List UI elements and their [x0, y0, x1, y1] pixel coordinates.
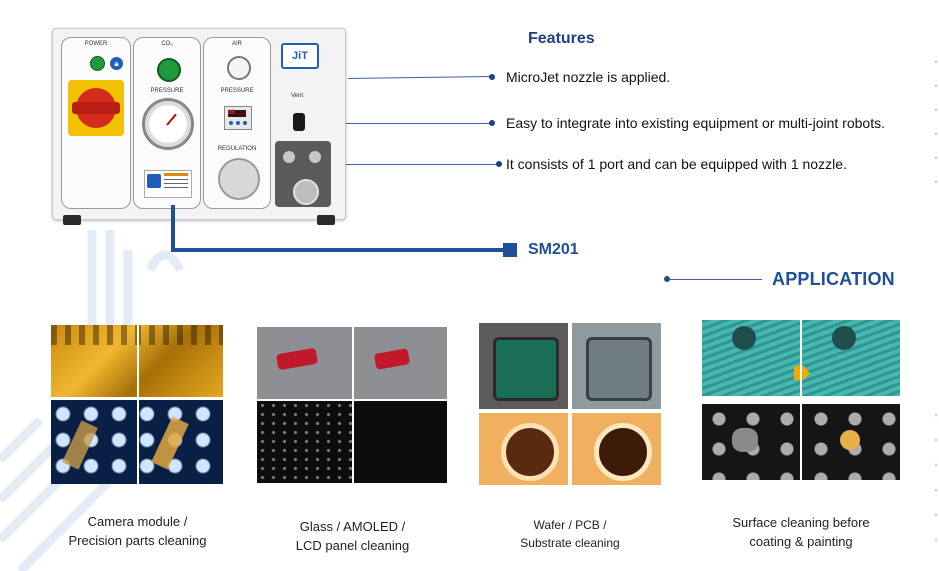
air-button-icon — [227, 56, 251, 80]
machine-foot-right — [317, 215, 335, 225]
camera-module-bottom-photo — [51, 400, 223, 484]
caption-wafer-line1: Wafer / PCB / — [533, 518, 607, 532]
feature-bullet-1 — [489, 74, 495, 80]
surface-bottom-photo — [702, 404, 900, 480]
co2-panel: CO₂ PRESSURE — [133, 37, 201, 209]
jit-machine-unit: POWER 🔒︎ CO₂ PRESSURE AIR PRESSURE 88 — [52, 28, 346, 225]
wafer-bottom-photo — [479, 413, 661, 485]
regulator-knob-icon — [218, 158, 260, 200]
model-connector — [171, 205, 517, 257]
air-pressure-label: PRESSURE — [220, 88, 254, 94]
caption-glass: Glass / AMOLED / LCD panel cleaning — [255, 517, 450, 555]
application-connector — [666, 279, 762, 280]
features-title: Features — [528, 30, 595, 47]
power-indicator-icon — [90, 56, 105, 71]
lock-icon: 🔒︎ — [110, 57, 123, 70]
co2-pressure-label: PRESSURE — [150, 88, 184, 94]
machine-foot-left — [63, 215, 81, 225]
glass-bottom-photo — [257, 401, 447, 483]
feature-bullet-3 — [496, 161, 502, 167]
caption-camera-module-line2: Precision parts cleaning — [68, 533, 207, 548]
co2-label: CO₂ — [161, 41, 173, 47]
jit-logo: JiT — [281, 43, 319, 69]
feature-item-3: It consists of 1 port and can be equippe… — [506, 156, 847, 172]
glass-top-photo — [257, 327, 447, 399]
vent-label: Vent — [291, 93, 304, 99]
surface-top-photo — [702, 320, 900, 396]
digital-display-icon: 88 — [224, 106, 252, 130]
wafer-top-photo — [479, 323, 661, 409]
regulation-label: REGULATION — [217, 146, 257, 152]
caption-wafer: Wafer / PCB / Substrate cleaning — [470, 516, 670, 552]
feature-bullet-2 — [489, 120, 495, 126]
application-bullet — [664, 276, 670, 282]
main-switch-icon — [68, 80, 124, 136]
caption-glass-line1: Glass / AMOLED / — [299, 519, 406, 534]
camera-module-top-photo — [51, 325, 223, 397]
vent-key-icon — [293, 113, 305, 131]
feature-connector-3 — [346, 164, 498, 165]
caption-camera-module-line1: Camera module / — [87, 514, 188, 529]
caption-surface-line1: Surface cleaning before — [732, 515, 870, 530]
co2-button-icon — [157, 58, 181, 82]
air-panel: AIR PRESSURE 88 REGULATION — [203, 37, 271, 209]
feature-item-1: MicroJet nozzle is applied. — [506, 69, 671, 85]
nozzle-port-block-icon — [275, 141, 331, 207]
feature-connector-2 — [346, 123, 490, 124]
caption-glass-line2: LCD panel cleaning — [295, 538, 410, 553]
warning-label-icon — [144, 170, 192, 198]
caption-surface-line2: coating & painting — [749, 534, 853, 549]
power-label: POWER — [84, 41, 108, 47]
air-label: AIR — [231, 41, 242, 47]
model-name: SM201 — [528, 241, 579, 258]
caption-wafer-line2: Substrate cleaning — [520, 536, 620, 550]
caption-surface: Surface cleaning before coating & painti… — [700, 513, 902, 551]
feature-item-2: Easy to integrate into existing equipmen… — [506, 115, 885, 131]
application-title: APPLICATION — [772, 269, 895, 289]
pressure-gauge-icon — [142, 98, 194, 150]
power-panel: POWER 🔒︎ — [61, 37, 131, 209]
caption-camera-module: Camera module / Precision parts cleaning — [40, 512, 235, 550]
